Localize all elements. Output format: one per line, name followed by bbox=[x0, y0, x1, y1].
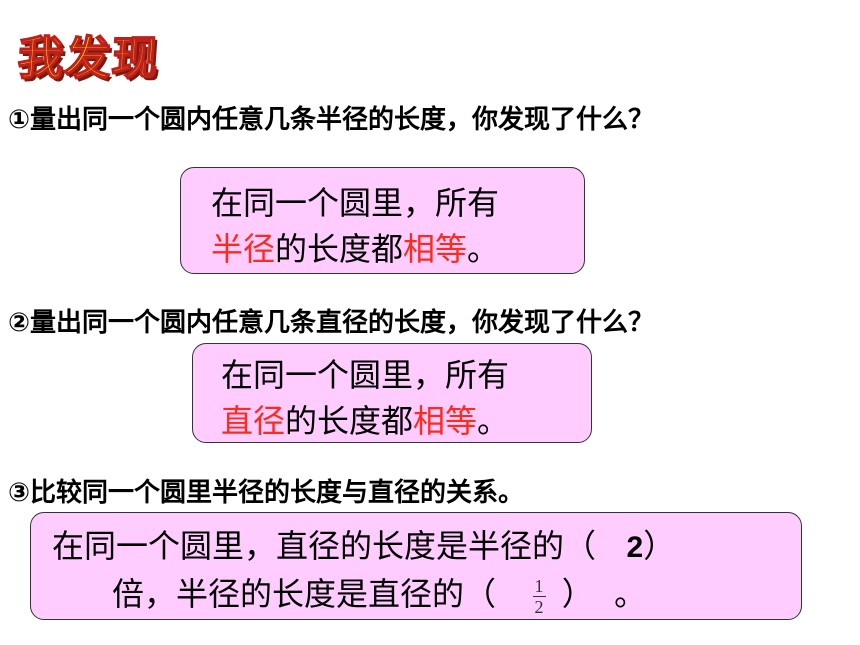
answer-1-line-2: 半径的长度都相等。 bbox=[211, 226, 584, 272]
close-paren: ） bbox=[561, 575, 594, 613]
answer-two: 2 bbox=[626, 531, 644, 564]
fraction-numerator: 1 bbox=[532, 575, 546, 597]
answer-2-line-2: 直径的长度都相等。 bbox=[221, 398, 591, 444]
text-diameter-relation: 在同一个圆里，直径的长度是半径的（ bbox=[52, 527, 597, 565]
answer-box-1: 在同一个圆里，所有 半径的长度都相等。 bbox=[180, 167, 585, 274]
answer-2-line-1: 在同一个圆里，所有 bbox=[221, 356, 510, 394]
text-period: 。 bbox=[477, 402, 510, 440]
question-1: ①量出同一个圆内任意几条半径的长度，你发现了什么？ bbox=[8, 105, 655, 135]
question-3: ③比较同一个圆里半径的长度与直径的关系。 bbox=[8, 478, 525, 508]
text-length: 的长度都 bbox=[275, 230, 404, 268]
answer-box-2: 在同一个圆里，所有 直径的长度都相等。 bbox=[192, 343, 592, 443]
highlight-equal: 相等 bbox=[403, 230, 468, 268]
page-title: 我发现 bbox=[15, 30, 161, 86]
question-2: ②量出同一个圆内任意几条直径的长度，你发现了什么？ bbox=[8, 308, 655, 338]
highlight-radius: 半径 bbox=[211, 230, 276, 268]
answer-1-line-1: 在同一个圆里，所有 bbox=[211, 184, 500, 222]
highlight-diameter: 直径 bbox=[221, 402, 286, 440]
text-period: 。 bbox=[614, 575, 647, 613]
fraction-denominator: 2 bbox=[534, 596, 544, 617]
close-paren: ） bbox=[643, 527, 676, 565]
text-period: 。 bbox=[467, 230, 500, 268]
answer-3-line-1: 在同一个圆里，直径的长度是半径的（ 2） bbox=[52, 523, 801, 571]
highlight-equal: 相等 bbox=[413, 402, 478, 440]
text-radius-relation: 倍，半径的长度是直径的（ bbox=[112, 575, 497, 613]
text-length: 的长度都 bbox=[285, 402, 414, 440]
